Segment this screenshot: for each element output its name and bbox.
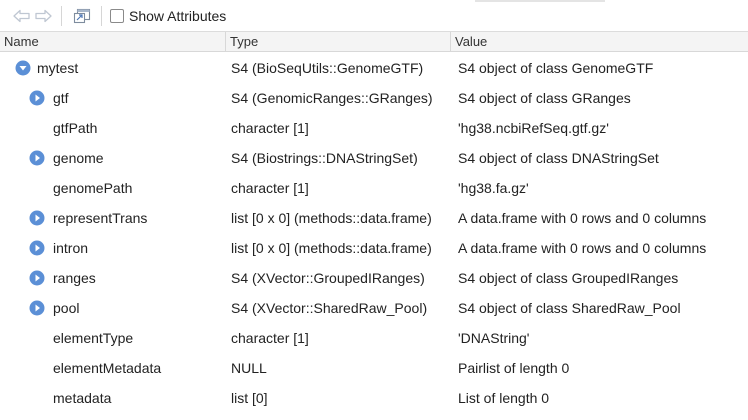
variable-name: intron <box>53 240 89 256</box>
table-row[interactable]: genomePath character [1] 'hg38.fa.gz' <box>0 173 748 203</box>
value-cell: S4 object of class GroupedIRanges <box>458 270 679 286</box>
table-row[interactable]: intron list [0 x 0] (methods::data.frame)… <box>0 233 748 263</box>
variable-name: genome <box>53 150 104 166</box>
value-cell: S4 object of class GRanges <box>458 90 631 106</box>
name-cell: genome <box>0 143 226 173</box>
show-attributes-checkbox[interactable] <box>110 9 124 23</box>
name-cell: gtfPath <box>0 113 226 143</box>
collapsed-triangle-icon[interactable] <box>29 300 45 316</box>
collapsed-triangle-icon[interactable] <box>29 270 45 286</box>
popout-window-icon <box>73 8 91 24</box>
forward-button[interactable] <box>33 6 53 26</box>
type-cell: S4 (XVector::SharedRaw_Pool) <box>231 300 428 316</box>
name-cell: ranges <box>0 263 226 293</box>
table-header: Name Type Value <box>0 32 748 52</box>
collapsed-triangle-icon[interactable] <box>29 90 45 106</box>
name-cell: pool <box>0 293 226 323</box>
name-cell: metadata <box>0 383 226 413</box>
type-cell: character [1] <box>231 120 309 136</box>
column-header-type[interactable]: Type <box>226 32 451 51</box>
value-cell: Pairlist of length 0 <box>458 360 570 376</box>
expanded-triangle-icon[interactable] <box>15 60 31 76</box>
collapsed-triangle-icon[interactable] <box>29 240 45 256</box>
type-cell: character [1] <box>231 330 309 346</box>
table-row[interactable]: pool S4 (XVector::SharedRaw_Pool) S4 objec… <box>0 293 748 323</box>
value-cell: 'DNAString' <box>458 330 530 346</box>
name-cell: elementType <box>0 323 226 353</box>
toolbar-divider <box>475 0 605 2</box>
column-header-value[interactable]: Value <box>455 34 488 49</box>
table-row[interactable]: elementType character [1] 'DNAString' <box>0 323 748 353</box>
value-cell: List of length 0 <box>458 390 550 406</box>
name-cell: gtf <box>0 83 226 113</box>
table-row[interactable]: ranges S4 (XVector::GroupedIRanges) S4 obj… <box>0 263 748 293</box>
collapsed-triangle-icon[interactable] <box>29 150 45 166</box>
type-cell: NULL <box>231 360 267 376</box>
variable-name: gtfPath <box>53 120 98 136</box>
value-cell: A data.frame with 0 rows and 0 columns <box>458 240 707 256</box>
variable-name: mytest <box>37 60 79 76</box>
type-cell: S4 (XVector::GroupedIRanges) <box>231 270 425 286</box>
type-cell: list [0 x 0] (methods::data.frame) <box>231 240 432 256</box>
type-cell: S4 (GenomicRanges::GRanges) <box>231 90 433 106</box>
type-cell: list [0 x 0] (methods::data.frame) <box>231 210 432 226</box>
collapsed-triangle-icon[interactable] <box>29 210 45 226</box>
table-row[interactable]: representTrans list [0 x 0] (methods::dat… <box>0 203 748 233</box>
table-row[interactable]: mytest S4 (BioSeqUtils::GenomeGTF) S4 obje… <box>0 53 748 83</box>
value-cell: S4 object of class DNAStringSet <box>458 150 659 166</box>
variable-name: elementMetadata <box>53 360 162 376</box>
value-cell: A data.frame with 0 rows and 0 columns <box>458 210 707 226</box>
table-row[interactable]: genome S4 (Biostrings::DNAStringSet) S4 ob… <box>0 143 748 173</box>
name-cell: representTrans <box>0 203 226 233</box>
name-cell: elementMetadata <box>0 353 226 383</box>
variable-name: genomePath <box>53 180 133 196</box>
column-header-name[interactable]: Name <box>0 32 226 51</box>
name-cell: mytest <box>0 53 226 83</box>
value-cell: S4 object of class GenomeGTF <box>458 60 654 76</box>
type-cell: list [0] <box>231 390 268 406</box>
value-cell: 'hg38.ncbiRefSeq.gtf.gz' <box>458 120 609 136</box>
type-cell: S4 (BioSeqUtils::GenomeGTF) <box>231 60 424 76</box>
toolbar-separator <box>61 6 62 26</box>
variable-name: representTrans <box>53 210 148 226</box>
toolbar-separator <box>101 6 102 26</box>
toolbar: Show Attributes <box>0 0 748 32</box>
variable-name: elementType <box>53 330 134 346</box>
table-row[interactable]: gtf S4 (GenomicRanges::GRanges) S4 object … <box>0 83 748 113</box>
value-cell: S4 object of class SharedRaw_Pool <box>458 300 681 316</box>
variable-name: pool <box>53 300 80 316</box>
variable-name: ranges <box>53 270 96 286</box>
popout-button[interactable] <box>72 6 92 26</box>
table-row[interactable]: metadata list [0] List of length 0 <box>0 383 748 413</box>
name-cell: genomePath <box>0 173 226 203</box>
arrow-left-icon <box>13 9 30 23</box>
arrow-right-icon <box>35 9 52 23</box>
show-attributes-label: Show Attributes <box>129 8 227 24</box>
table-row[interactable]: elementMetadata NULL Pairlist of length 0 <box>0 353 748 383</box>
name-cell: intron <box>0 233 226 263</box>
type-cell: character [1] <box>231 180 309 196</box>
table-row[interactable]: gtfPath character [1] 'hg38.ncbiRefSeq.gtf… <box>0 113 748 143</box>
variable-name: gtf <box>53 90 69 106</box>
value-cell: 'hg38.fa.gz' <box>458 180 529 196</box>
back-button[interactable] <box>12 6 32 26</box>
type-cell: S4 (Biostrings::DNAStringSet) <box>231 150 418 166</box>
variable-name: metadata <box>53 390 112 406</box>
